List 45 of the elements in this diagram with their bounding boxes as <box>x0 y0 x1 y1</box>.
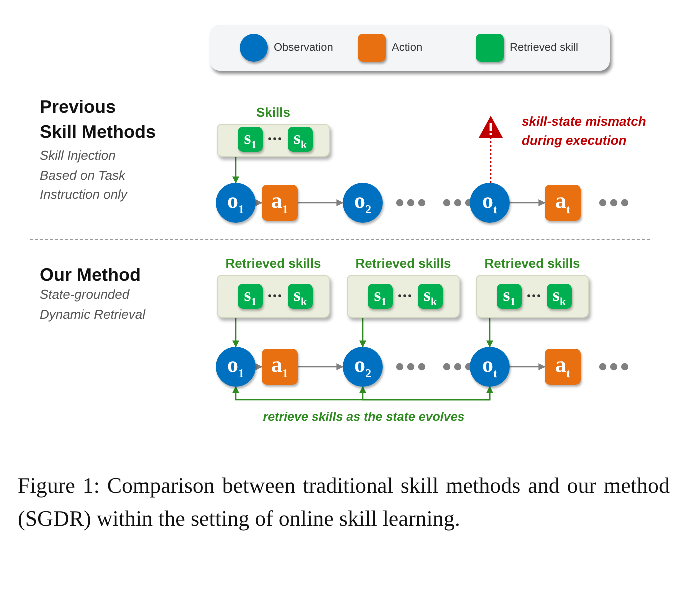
group-heading: Skills <box>256 104 292 122</box>
group-heading: Retrieved skills <box>224 255 322 273</box>
observation-circle: o$_{2}$ <box>343 347 383 387</box>
section-description: Skill Injection Based on Task Instruction only <box>40 147 129 204</box>
section-heading: Our Method <box>40 264 142 287</box>
arrow <box>360 318 366 348</box>
arrow <box>298 200 344 206</box>
arrow <box>510 200 546 206</box>
skill-tile: s$_{1}$ <box>238 284 263 309</box>
action-square: a$_{1}$ <box>262 349 298 385</box>
arrow <box>298 364 344 370</box>
edge-label: retrieve skills as the state evolves <box>261 410 467 424</box>
observation-circle: o$_{1}$ <box>216 183 256 223</box>
skill-tile: s$_{k}$ <box>288 284 313 309</box>
skill-tile: s$_{k}$ <box>547 284 572 309</box>
skill-tile: s$_{1}$ <box>497 284 522 309</box>
observation-circle: o$_{t}$ <box>470 183 510 223</box>
arrow <box>256 364 263 370</box>
group-heading: Retrieved skills <box>484 255 582 273</box>
skill-tile: s$_{1}$ <box>238 127 263 152</box>
arrow <box>510 364 546 370</box>
arrow <box>360 386 491 401</box>
legend-text: Action <box>392 42 423 54</box>
arrow <box>232 386 494 401</box>
legend-text: Retrieved skill <box>510 42 578 54</box>
section-heading: Previous Skill Methods <box>40 96 157 144</box>
legend-text: Observation <box>274 42 334 54</box>
section-description: State-grounded Dynamic Retrieval <box>40 286 147 324</box>
arrow <box>232 318 240 348</box>
arrow <box>232 157 240 184</box>
observation-circle: o$_{1}$ <box>216 347 256 387</box>
arrow <box>256 200 263 206</box>
action-square: a$_{t}$ <box>545 185 581 221</box>
action-square: a$_{t}$ <box>545 349 581 385</box>
group-heading: Retrieved skills <box>354 255 452 273</box>
skill-tile: s$_{k}$ <box>418 284 443 309</box>
connector-line <box>490 138 492 183</box>
observation-circle: o$_{2}$ <box>343 183 383 223</box>
action-square: a$_{1}$ <box>262 185 298 221</box>
figure-caption: Figure 1: Comparison between traditional skill methods and our method (SGDR) within the setting of online skill learning. <box>18 472 670 533</box>
observation-circle: o$_{t}$ <box>470 347 510 387</box>
warning-text: skill-state mismatch during execution <box>522 113 648 150</box>
skill-tile: s$_{1}$ <box>368 284 393 309</box>
skill-tile: s$_{k}$ <box>288 127 313 152</box>
arrow <box>486 318 494 348</box>
